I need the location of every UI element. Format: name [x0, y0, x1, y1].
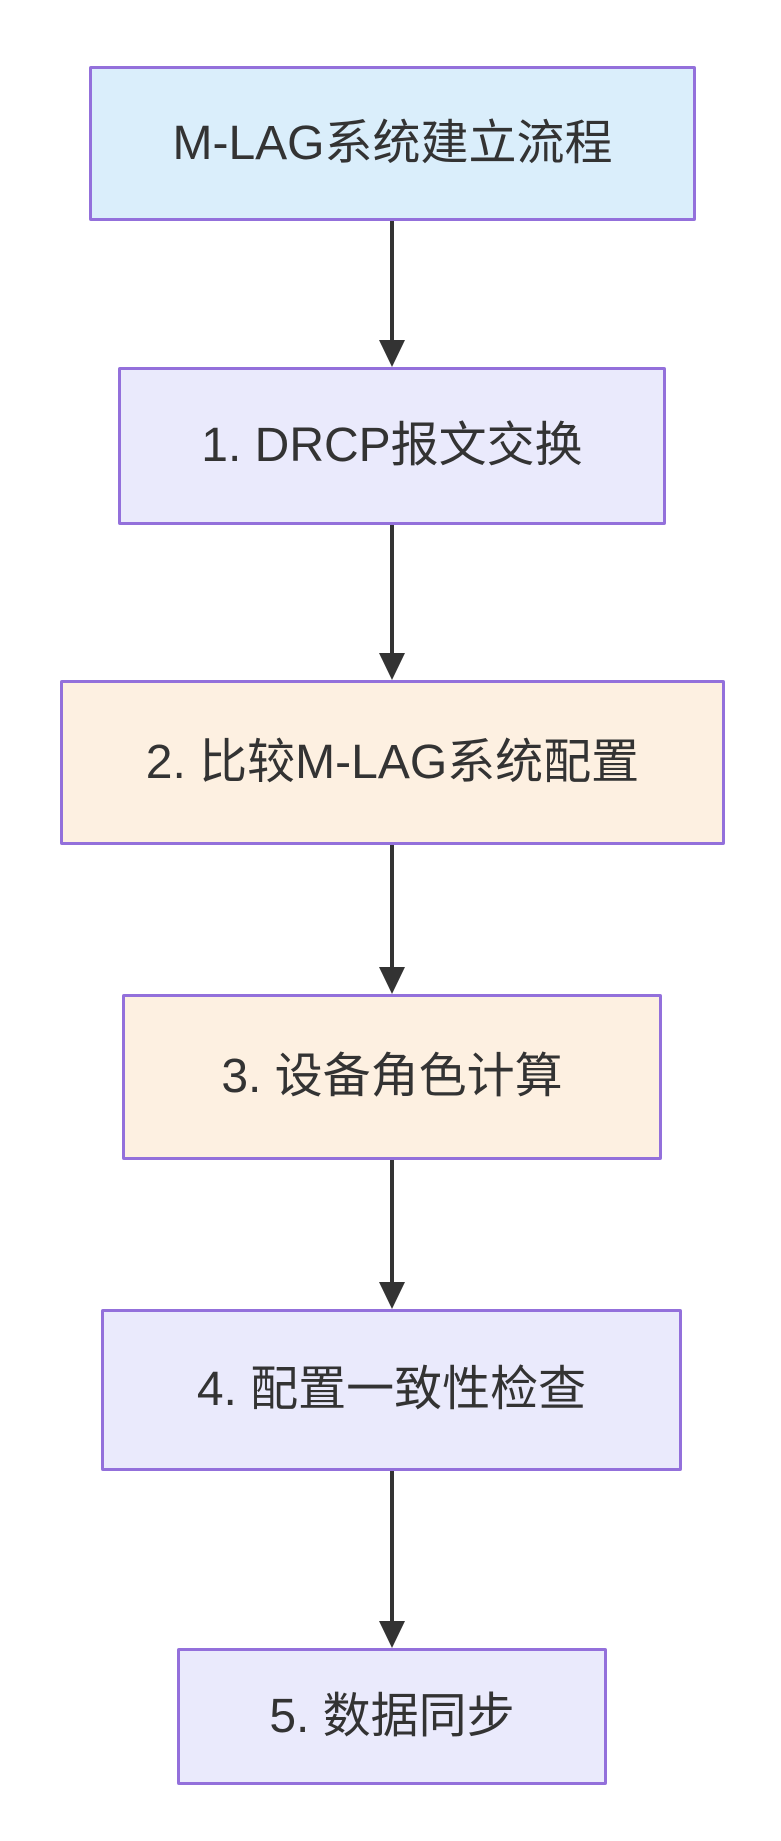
flow-node-step3-label: 3. 设备角色计算: [221, 1050, 563, 1104]
flow-node-step5: 5. 数据同步: [177, 1648, 607, 1785]
arrow-line-step1-to-step2: [390, 525, 394, 656]
flow-node-step2: 2. 比较M-LAG系统配置: [60, 680, 725, 845]
arrow-line-title-to-step1: [390, 221, 394, 343]
arrow-down-icon: [379, 1621, 405, 1648]
arrow-line-step3-to-step4: [390, 1160, 394, 1285]
flow-node-step1-label: 1. DRCP报文交换: [201, 419, 583, 473]
flow-node-step4: 4. 配置一致性检查: [101, 1309, 682, 1471]
flow-node-title-label: M-LAG系统建立流程: [172, 116, 613, 170]
arrow-down-icon: [379, 1282, 405, 1309]
flow-node-step1: 1. DRCP报文交换: [118, 367, 666, 525]
arrow-line-step2-to-step3: [390, 845, 394, 970]
flow-node-title: M-LAG系统建立流程: [89, 66, 696, 221]
flow-node-step3: 3. 设备角色计算: [122, 994, 662, 1160]
flow-node-step4-label: 4. 配置一致性检查: [196, 1363, 587, 1417]
arrow-down-icon: [379, 967, 405, 994]
arrow-line-step4-to-step5: [390, 1471, 394, 1624]
flow-node-step5-label: 5. 数据同步: [269, 1689, 515, 1743]
arrow-down-icon: [379, 653, 405, 680]
flow-node-step2-label: 2. 比较M-LAG系统配置: [145, 735, 640, 789]
arrow-down-icon: [379, 340, 405, 367]
